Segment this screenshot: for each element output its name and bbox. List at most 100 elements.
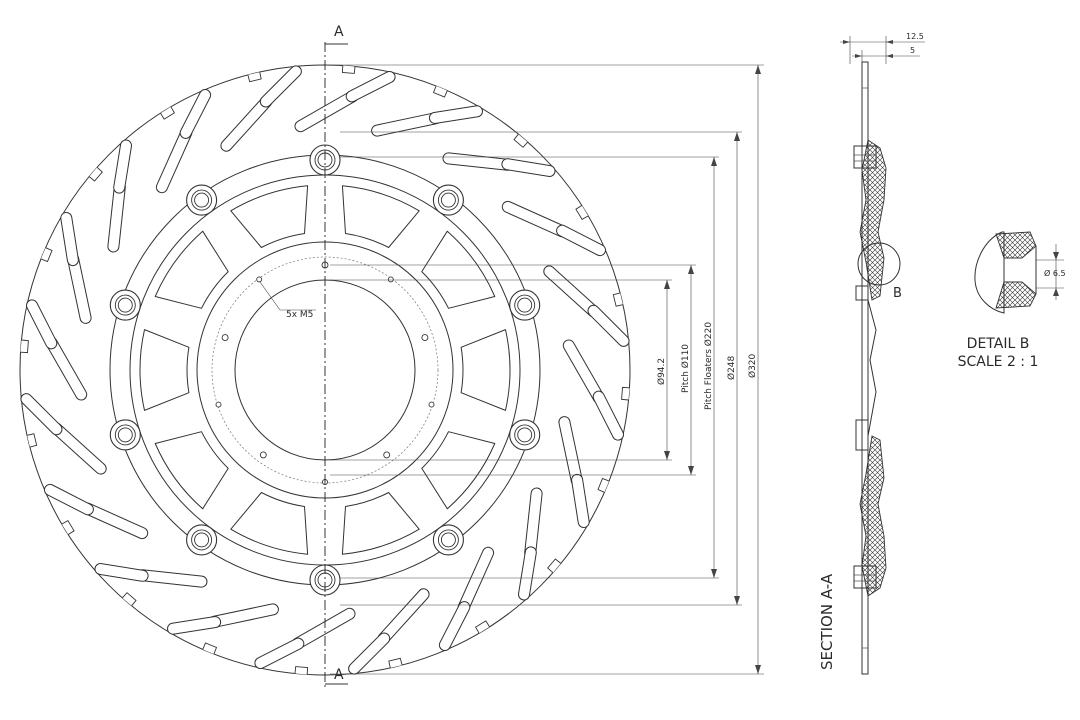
floater-button-ring (440, 532, 456, 548)
carrier-cutout (421, 230, 496, 309)
brake-slot (429, 106, 482, 123)
detail-scale: SCALE 2 : 1 (958, 354, 1039, 370)
dim-320: Ø320 (747, 353, 758, 378)
floater-button-ring (514, 424, 536, 446)
pilot-hole (428, 401, 435, 408)
pilot-hole (256, 276, 263, 283)
detail-callout: B (893, 286, 902, 301)
brake-slot (180, 90, 211, 138)
floater-button-ring (191, 189, 213, 211)
thread-hole (221, 334, 229, 342)
outer-notch (547, 558, 562, 574)
thread-hole (259, 451, 267, 459)
floater-button-ring (117, 297, 133, 313)
floater-button-ring (114, 294, 136, 316)
carrier-cutout (154, 230, 229, 309)
brake-slot (209, 604, 278, 627)
brake-slot (156, 127, 192, 193)
brake-slot (255, 638, 304, 668)
brake-slot (443, 153, 513, 170)
dim-thickness-total: 12.5 (906, 32, 924, 41)
outer-notch (341, 65, 356, 74)
carrier-cutout (341, 185, 420, 248)
carrier-cutout (154, 431, 229, 510)
brake-slot (51, 423, 106, 474)
floater-button-ring (186, 524, 218, 556)
floater-buttons (109, 144, 541, 596)
floater-stack-bottom (853, 565, 877, 589)
thread-hole (383, 451, 391, 459)
carrier-cutout (341, 492, 420, 555)
outer-notch (247, 72, 262, 83)
dim-94: Ø94.2 (656, 358, 667, 385)
carrier-profile-upper (859, 139, 887, 301)
brake-slot (114, 140, 131, 193)
floater-button-ring (194, 532, 210, 548)
outer-notch (20, 339, 29, 354)
brake-slot (563, 340, 604, 403)
brake-slot (45, 484, 93, 515)
outer-notch (388, 657, 403, 668)
outer-notch (612, 292, 623, 307)
floater-button-ring (186, 184, 218, 216)
brake-slot (295, 91, 358, 132)
dim-pitch-floaters: Pitch Floaters Ø220 (703, 322, 714, 410)
thread-hole (421, 334, 429, 342)
rotor-plate (861, 61, 869, 675)
section-mark-bottom: A (334, 667, 344, 683)
brake-slot (502, 201, 568, 237)
detail-hatch-upper (995, 231, 1037, 259)
pilot-hole (387, 276, 394, 283)
brake-slot (27, 300, 57, 349)
dim-pitch-110: Pitch Ø110 (680, 344, 691, 393)
brake-slot (349, 633, 390, 674)
floater-stack-top (853, 145, 877, 169)
outer-notch (432, 85, 448, 98)
floater-button-ring (509, 289, 541, 321)
brake-slot (46, 337, 87, 400)
brake-slot (519, 547, 536, 600)
dim-248: Ø248 (726, 355, 737, 380)
outer-notch (160, 106, 176, 120)
carrier-cutout (230, 185, 309, 248)
dimension-lines: Ø320 Ø248 Pitch Floaters Ø220 Pitch Ø110… (330, 64, 764, 675)
brake-slot (108, 182, 125, 252)
brake-slot (525, 488, 542, 558)
brake-slot (68, 254, 91, 323)
brake-slot (502, 159, 555, 176)
detail-callout-circle (857, 242, 901, 286)
floater-button-ring (440, 192, 456, 208)
outer-notch (294, 666, 309, 675)
section-view: 12.5 5 B SECTION A-A (818, 32, 925, 675)
outer-notch (621, 386, 630, 401)
floater-button-ring (194, 192, 210, 208)
floater-button-ring (517, 297, 533, 313)
carrier-cutout (139, 329, 190, 411)
floater-button-ring (514, 294, 536, 316)
floater-button-ring (517, 427, 533, 443)
brake-slot (544, 266, 599, 317)
brake-slots (20, 65, 630, 675)
outer-notch (597, 477, 610, 493)
detail-b-view: Ø 6.5 DETAIL B SCALE 2 : 1 (958, 231, 1066, 370)
floater-button-ring (114, 424, 136, 446)
pilot-hole (215, 401, 222, 408)
outer-notch (474, 620, 490, 634)
brake-slot (346, 72, 395, 102)
brake-slot (593, 391, 623, 440)
brake-slot (221, 96, 272, 151)
brake-slot (572, 474, 589, 527)
dim-detail-hole: Ø 6.5 (1044, 268, 1066, 278)
brake-slot (61, 213, 78, 266)
floater-button-ring (109, 289, 141, 321)
floater-button-ring (432, 184, 464, 216)
floater-button-ring (109, 419, 141, 451)
brake-slot (95, 564, 148, 581)
floater-button-ring (437, 529, 459, 551)
outer-notch (88, 166, 103, 182)
detail-hatch-lower (995, 281, 1037, 309)
brake-slot (260, 66, 301, 107)
brake-slot (137, 570, 207, 587)
outer-notch (513, 133, 529, 148)
